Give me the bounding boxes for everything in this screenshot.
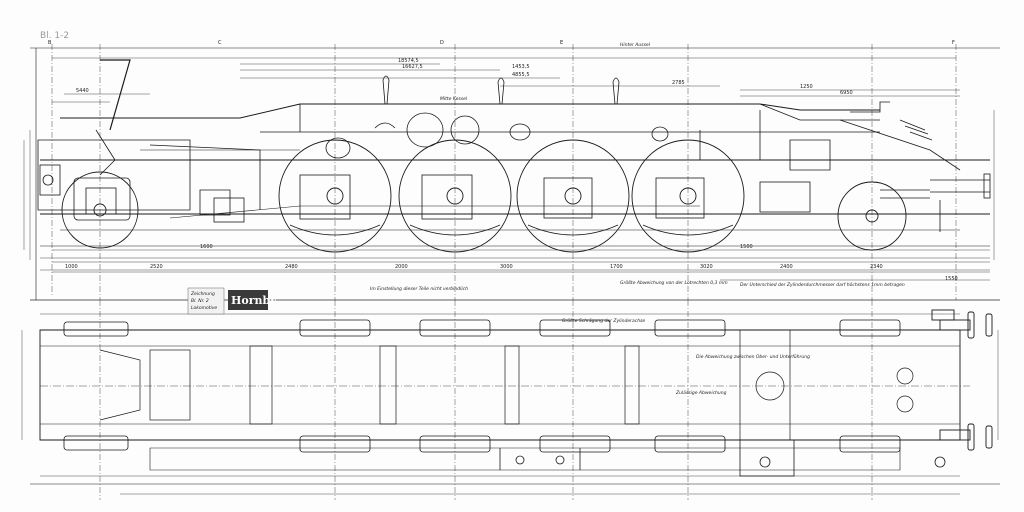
upper-dim-6: 1250 <box>800 84 813 90</box>
upper-dim-7: 6950 <box>840 90 853 96</box>
hornby-logo: Hornby <box>228 290 277 310</box>
sheet-corner-label: Bl. 1-2 <box>40 31 69 41</box>
lower-dim-11: 1500 <box>740 244 753 250</box>
lower-dim-5: 2000 <box>395 264 408 270</box>
upper-dim-1: 18574,5 <box>398 58 419 64</box>
section-mark-d: D <box>440 40 444 46</box>
lower-dim-10: 2340 <box>870 264 883 270</box>
section-mark-e: E <box>560 40 563 46</box>
stamp-line-2: Bl. Nr. 2 <box>191 298 209 304</box>
stamp-line-3: Lokomotive <box>191 305 217 311</box>
section-mark-b: B <box>48 40 52 46</box>
side-elevation <box>23 44 1000 301</box>
stamp-line-1: Zeichnung <box>190 291 215 297</box>
upper-dim-3: 1453,5 <box>512 64 530 70</box>
section-mark-c: C <box>218 40 222 46</box>
lower-dim-8: 3020 <box>700 264 713 270</box>
note-4: Größte Schrägung der Zylinderachse <box>562 318 645 324</box>
upper-dim-2: 16627,5 <box>402 64 423 70</box>
upper-dim-4: 4855,5 <box>512 72 530 78</box>
note-1: Im Einstellung dieser Teile nicht verbin… <box>370 286 468 292</box>
top-note-2: Mitte Kessel <box>440 96 468 102</box>
note-2: Größte Abweichung von der Lotrechten 0,3… <box>620 280 728 286</box>
lower-dim-9: 2400 <box>780 264 793 270</box>
note-6: Zulässige Abweichung <box>675 390 727 396</box>
lower-dim-12: 1550 <box>945 276 958 282</box>
driving-wheels <box>61 139 907 253</box>
plan-wheelsets <box>63 319 901 453</box>
lower-dim-4: 2480 <box>285 264 298 270</box>
boiler-domes <box>325 75 669 159</box>
title-stamp: Zeichnung Bl. Nr. 2 Lokomotive <box>187 287 225 315</box>
plan-view <box>21 299 1000 500</box>
top-note-1: Hinter Aussel <box>620 42 651 48</box>
lower-dim-2: 2520 <box>150 264 163 270</box>
lower-dim-3: 1600 <box>200 244 213 250</box>
lower-dim-1: 1000 <box>65 264 78 270</box>
logo-text: Hornby <box>231 294 277 307</box>
section-mark-f: F <box>952 40 955 46</box>
note-5: Die Abweichung zwischen Ober- und Unterf… <box>696 354 810 360</box>
lower-dim-7: 1700 <box>610 264 623 270</box>
upper-dim-5: 2785 <box>672 80 685 86</box>
lower-dim-6: 3000 <box>500 264 513 270</box>
note-3: Der Unterschied der Zylinderdurchmesser … <box>740 282 905 288</box>
upper-dim-8: 5440 <box>76 88 89 94</box>
